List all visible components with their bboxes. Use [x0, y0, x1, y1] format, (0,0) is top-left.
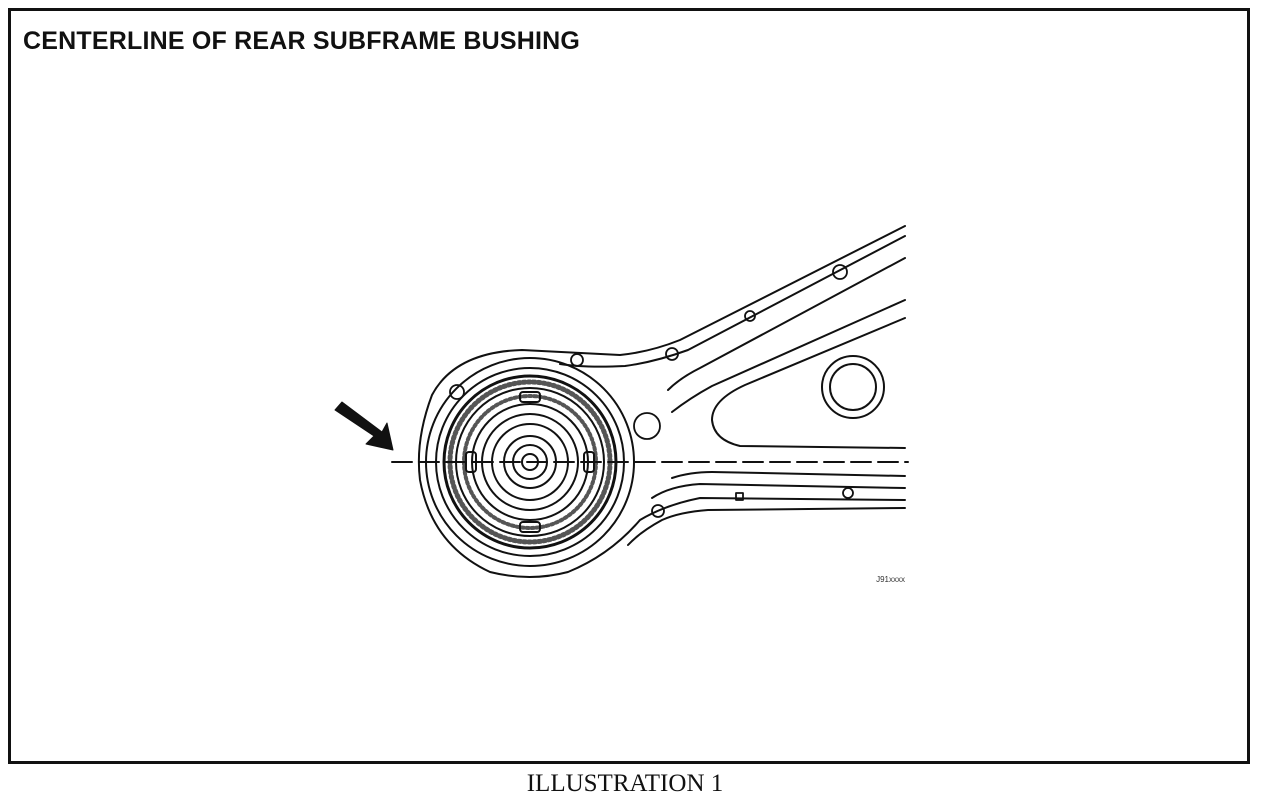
mounting-hole	[821, 355, 885, 419]
drawing-reference-code: J91xxxx	[876, 575, 905, 584]
subframe-arm-outline	[417, 225, 906, 578]
illustration-caption: ILLUSTRATION 1	[526, 770, 724, 797]
illustration-title: CENTERLINE OF REAR SUBFRAME BUSHING	[23, 27, 581, 55]
illustration-frame: CENTERLINE OF REAR SUBFRAME BUSHING	[8, 8, 1250, 764]
small-holes	[449, 264, 854, 518]
lightening-cutout	[711, 317, 906, 449]
pointer-arrow-icon	[334, 401, 394, 451]
